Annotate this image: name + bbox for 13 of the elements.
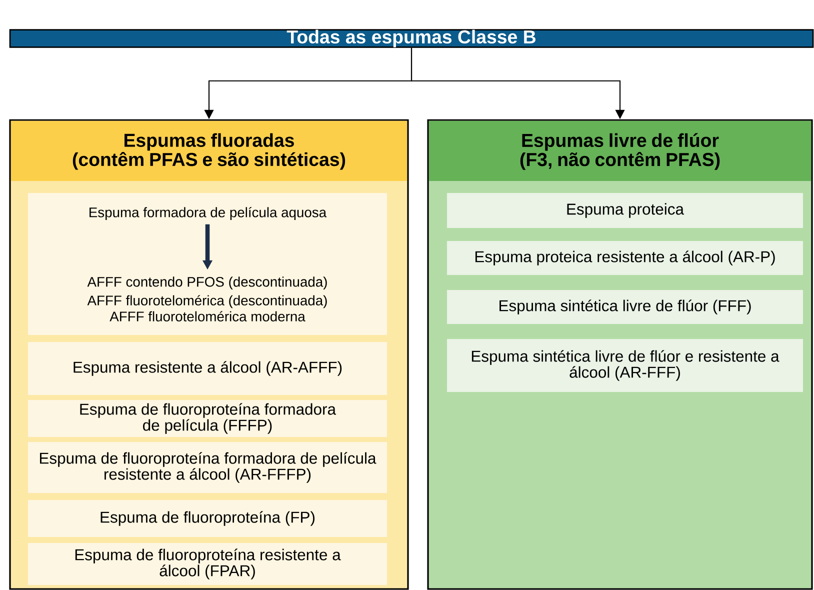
foam-type-box: Espuma de fluoroproteína formadora de película resistente a álcool (AR-FFFP) bbox=[28, 442, 387, 493]
foam-type-box: Espuma sintética livre de flúor e resistente a álcool (AR-FFF) bbox=[447, 339, 803, 392]
foam-type-box: Espuma de fluoroproteína (FP) bbox=[28, 500, 387, 537]
foam-type-box: Espuma proteica resistente a álcool (AR-P) bbox=[447, 241, 803, 275]
foam-type-box: Espuma de fluoroproteína resistente a álcool (FPAR) bbox=[28, 543, 387, 585]
foam-type-box: Espuma sintética livre de flúor (FFF) bbox=[447, 290, 803, 324]
foam-type-text: Espuma formadora de película aquosa bbox=[90, 206, 327, 220]
foam-type-box: Espuma resistente a álcool (AR-AFFF) bbox=[28, 342, 387, 395]
foam-type-box: Espuma de fluoroproteína formadora de película (FFFP) bbox=[28, 400, 387, 437]
foam-type-box: Espuma proteica bbox=[447, 193, 803, 228]
foam-type-text: AFFF contendo PFOS (descontinuada) AFFF fluorotelomérica (descontinuada) AFFF fluorotelomérica moderna bbox=[87, 276, 327, 322]
foam-type-box bbox=[28, 193, 387, 335]
title-bar: Todas as espumas Classe B bbox=[9, 29, 814, 48]
